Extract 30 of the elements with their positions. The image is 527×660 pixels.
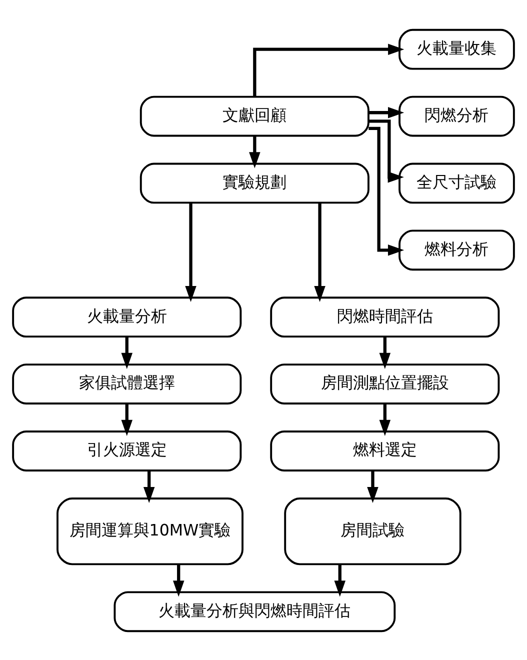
node-box: 火載量分析 — [12, 296, 242, 338]
arrow — [334, 564, 346, 596]
arrow — [314, 202, 326, 302]
node-box: 燃料選定 — [270, 430, 500, 471]
arrow — [379, 403, 391, 436]
arrow — [121, 336, 133, 369]
arrow — [368, 119, 404, 182]
arrow — [368, 106, 404, 118]
arrow — [249, 136, 260, 168]
arrow — [379, 336, 391, 369]
node-box: 家俱試體選擇 — [12, 363, 242, 404]
arrow — [185, 202, 196, 302]
arrow — [253, 43, 404, 96]
node-box: 全尺寸試驗 — [398, 162, 515, 204]
node-box: 閃燃時間評估 — [270, 296, 500, 338]
arrow — [121, 403, 133, 436]
node-box: 火載量分析與閃燃時間評估 — [114, 590, 396, 632]
node-box: 引火源選定 — [12, 430, 242, 471]
node-box: 火載量收集 — [398, 28, 515, 70]
node-box: 房間試驗 — [284, 497, 462, 565]
node-box: 房間測點位置擺設 — [270, 363, 500, 404]
node-box: 燃料分析 — [398, 229, 515, 270]
arrow — [368, 126, 404, 256]
node-box: 閃燃分析 — [398, 95, 515, 136]
arrow — [143, 470, 155, 503]
node-box: 實驗規劃 — [140, 162, 370, 204]
node-box: 文獻回顧 — [140, 95, 370, 136]
node-box: 房間運算與10MW實驗 — [56, 497, 244, 565]
arrow — [367, 470, 378, 503]
arrow — [172, 564, 184, 596]
